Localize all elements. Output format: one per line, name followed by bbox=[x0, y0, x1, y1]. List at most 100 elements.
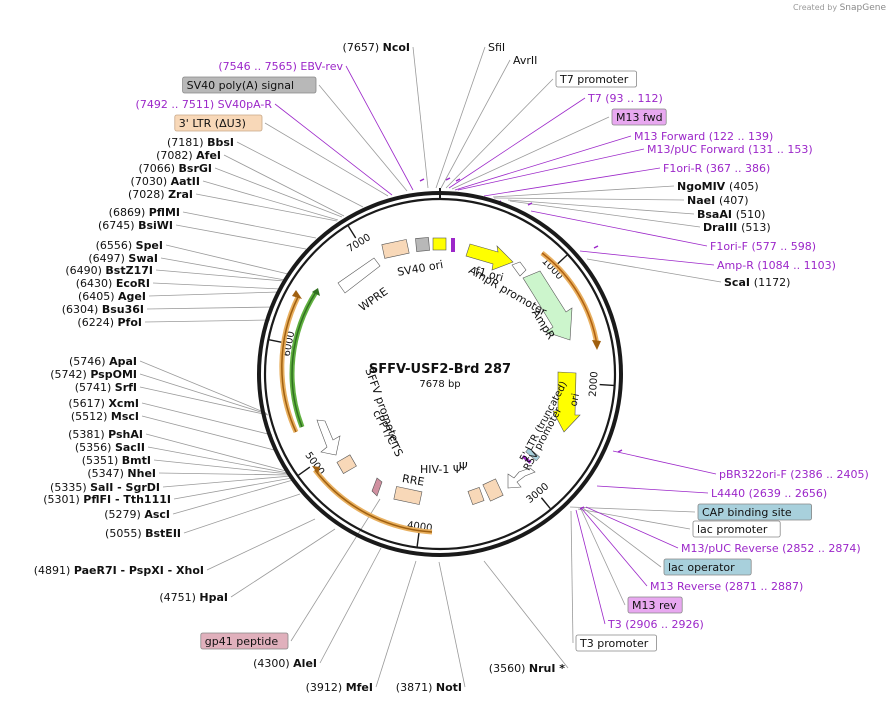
site-label: (7082) AfeI bbox=[156, 149, 221, 162]
primer-range: (131 .. 153) bbox=[748, 143, 813, 156]
site-label: (3871) NotI bbox=[396, 681, 462, 694]
site-text: M13 Forward (122 .. 139) bbox=[634, 130, 773, 143]
tick-mark bbox=[416, 532, 420, 547]
site-position: (6405) bbox=[78, 290, 118, 303]
site-text: (6405) AgeI bbox=[78, 290, 146, 303]
leader-line bbox=[318, 84, 408, 192]
site-text: M13/pUC Reverse (2852 .. 2874) bbox=[681, 542, 861, 555]
site-label: (5347) NheI bbox=[87, 467, 156, 480]
leader-line bbox=[581, 508, 648, 587]
tick-mark bbox=[556, 254, 568, 266]
leader-line bbox=[152, 282, 282, 290]
leader-line bbox=[172, 479, 294, 515]
primer-range: (93 .. 112) bbox=[605, 92, 663, 105]
leader-line bbox=[223, 154, 345, 217]
arrowhead-green bbox=[312, 288, 320, 296]
site-label: (7066) BsrGI bbox=[138, 162, 212, 175]
site-text: (5741) SrfI bbox=[75, 381, 137, 394]
enzyme-name: NotI bbox=[436, 681, 462, 694]
site-position: AvrII bbox=[513, 54, 537, 67]
leader-line bbox=[570, 510, 574, 644]
leader-line bbox=[438, 561, 466, 688]
site-label: (3560) NruI * bbox=[489, 662, 565, 675]
primer-range: M13 Reverse bbox=[650, 580, 725, 593]
label-psi: Ψ bbox=[459, 460, 468, 473]
site-text: (4751) HpaI bbox=[159, 591, 228, 604]
leader-line bbox=[139, 360, 267, 414]
site-position: (6497) bbox=[88, 252, 128, 265]
site-label: T7 (93 .. 112) bbox=[587, 92, 663, 105]
enzyme-name: NheI bbox=[127, 467, 156, 480]
site-text: T7 (93 .. 112) bbox=[587, 92, 663, 105]
leader-line bbox=[507, 199, 695, 215]
leader-line bbox=[569, 506, 696, 513]
site-position: (7181) bbox=[167, 136, 207, 149]
leader-line bbox=[195, 193, 338, 222]
cppt-box bbox=[336, 454, 357, 474]
enzyme-name: PspOMI bbox=[90, 368, 137, 381]
leader-line bbox=[319, 547, 382, 664]
site-label: (5512) MscI bbox=[71, 410, 139, 423]
enzyme-name: NcoI bbox=[383, 41, 410, 54]
leader-line bbox=[145, 433, 287, 472]
feature-name: T3 promoter bbox=[579, 637, 649, 650]
site-label: (6224) PfoI bbox=[77, 316, 142, 329]
primer-range: pBR322ori-F bbox=[719, 468, 790, 481]
enzyme-name: SrfI bbox=[115, 381, 137, 394]
site-text: (7066) BsrGI bbox=[138, 162, 212, 175]
leader-line bbox=[175, 224, 307, 250]
leader-line bbox=[139, 373, 268, 415]
primer-tick bbox=[419, 178, 425, 182]
site-text: ScaI (1172) bbox=[724, 276, 790, 289]
site-text: (3871) NotI bbox=[396, 681, 462, 694]
primer-range: T3 bbox=[607, 618, 625, 631]
enzyme-name: AatII bbox=[171, 175, 200, 188]
site-position: (6304) bbox=[62, 303, 102, 316]
site-position: (7028) bbox=[128, 188, 168, 201]
leader-line bbox=[162, 475, 292, 488]
primer-range: (122 .. 139) bbox=[709, 130, 774, 143]
leader-line bbox=[160, 257, 286, 281]
leader-line bbox=[530, 210, 708, 247]
leader-line bbox=[165, 244, 289, 275]
site-position: (7066) bbox=[138, 162, 178, 175]
primer-range: F1ori-F bbox=[710, 240, 751, 253]
site-position: (5617) bbox=[68, 397, 108, 410]
site-label: F1ori-F (577 .. 598) bbox=[710, 240, 816, 253]
label-sv40-ori: SV40 ori bbox=[396, 258, 444, 279]
primer-name: EBV-rev bbox=[300, 60, 343, 73]
ori-arrow bbox=[552, 371, 581, 433]
site-position: (5512) bbox=[71, 410, 111, 423]
site-position: (5741) bbox=[75, 381, 115, 394]
leader-line bbox=[264, 122, 389, 197]
5-ltr-box bbox=[482, 478, 504, 502]
feature-name: M13 rev bbox=[632, 599, 677, 612]
site-text: (5279) AscI bbox=[104, 508, 170, 521]
tick-mark bbox=[269, 339, 284, 344]
primer-tick bbox=[527, 202, 533, 206]
t7-promoter-mark bbox=[451, 238, 455, 252]
site-text: Amp-R (1084 .. 1103) bbox=[717, 259, 836, 272]
site-label: (5746) ApaI bbox=[69, 355, 137, 368]
site-text: (7657) NcoI bbox=[343, 41, 410, 54]
feature-box bbox=[697, 503, 812, 521]
site-position: (5381) bbox=[68, 428, 108, 441]
feature-name: M13 fwd bbox=[616, 111, 663, 124]
credit-prefix: Created by bbox=[793, 3, 838, 12]
enzyme-name: SpeI bbox=[136, 239, 163, 252]
enzyme-name: PflFI - Tth111I bbox=[83, 493, 171, 506]
leader-line bbox=[147, 446, 289, 474]
leader-line bbox=[183, 493, 301, 534]
leader-line bbox=[202, 180, 339, 221]
site-position: (3560) bbox=[489, 662, 529, 675]
site-position: (510) bbox=[736, 208, 766, 221]
sv40-polya-box bbox=[415, 237, 430, 252]
site-text: NaeI (407) bbox=[687, 194, 749, 207]
feature-box bbox=[555, 70, 637, 88]
site-label: Amp-R (1084 .. 1103) bbox=[717, 259, 836, 272]
site-label: (5741) SrfI bbox=[75, 381, 137, 394]
site-position: (6430) bbox=[76, 277, 116, 290]
primer-range: (2386 .. 2405) bbox=[790, 468, 869, 481]
primer-range: M13/pUC Reverse bbox=[681, 542, 782, 555]
label-wpre: WPRE bbox=[356, 285, 390, 314]
